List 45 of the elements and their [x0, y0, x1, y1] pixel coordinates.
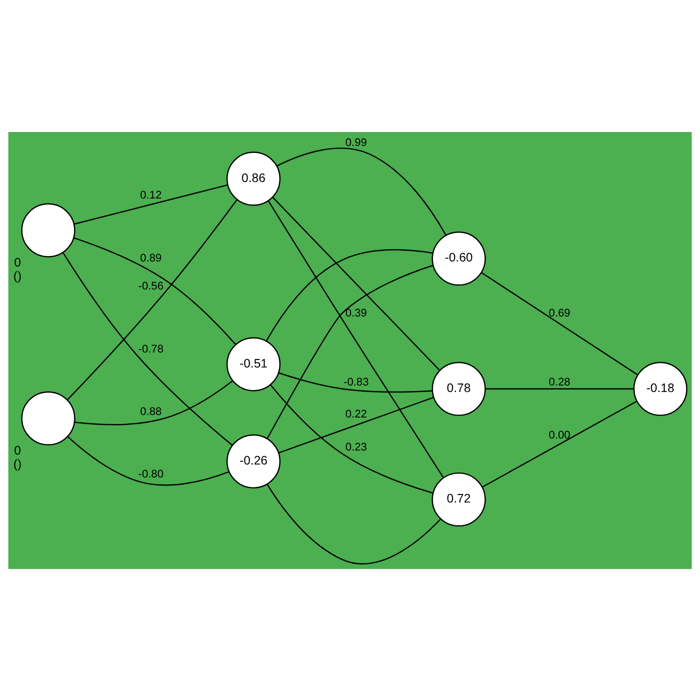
node-label: () — [13, 456, 22, 471]
connector — [272, 196, 440, 370]
node-circle: 0.86 — [226, 151, 281, 206]
node-circle: -0.60 — [432, 231, 486, 286]
connector — [278, 396, 434, 453]
connector — [276, 147, 446, 235]
edge-label: 0.23 — [345, 441, 367, 454]
connector — [67, 436, 230, 486]
connector — [482, 400, 637, 488]
connector — [74, 184, 228, 224]
edge-label: -0.80 — [138, 468, 164, 480]
node-circle: -0.51 — [226, 336, 281, 391]
edge-label: -0.56 — [138, 280, 164, 292]
node-label: () — [13, 268, 22, 283]
edge-label: -0.78 — [138, 342, 164, 355]
edge-label: -0.83 — [344, 376, 369, 388]
connector — [266, 484, 442, 564]
connector — [62, 252, 233, 446]
connector — [266, 264, 434, 439]
node-circle: -0.18 — [633, 361, 688, 416]
connector — [480, 272, 638, 375]
edge-label: 0.89 — [140, 252, 162, 264]
node-label: 0 — [14, 255, 21, 270]
node-circle — [21, 202, 76, 257]
edge-label: 0.69 — [548, 307, 570, 320]
edge-label: 0.00 — [548, 428, 570, 441]
connector — [270, 384, 433, 494]
connector — [67, 198, 238, 400]
edge-label: 0.99 — [345, 136, 367, 148]
edge-label: 0.22 — [345, 408, 367, 420]
connector — [74, 380, 233, 425]
edge-label: 0.28 — [548, 376, 570, 388]
node-label: 0 — [14, 443, 21, 458]
connector — [268, 200, 444, 478]
edge-label: 0.88 — [140, 405, 162, 418]
node-circle — [21, 390, 76, 445]
node-circle: -0.26 — [226, 434, 281, 488]
edge-label: 0.12 — [140, 189, 162, 202]
node-circle: 0.72 — [432, 472, 486, 526]
connector — [278, 372, 432, 392]
connector — [266, 248, 433, 341]
node-circle: 0.78 — [432, 361, 486, 416]
connector — [73, 236, 236, 345]
connector — [485, 388, 634, 389]
edge-label: 0.39 — [345, 307, 367, 320]
